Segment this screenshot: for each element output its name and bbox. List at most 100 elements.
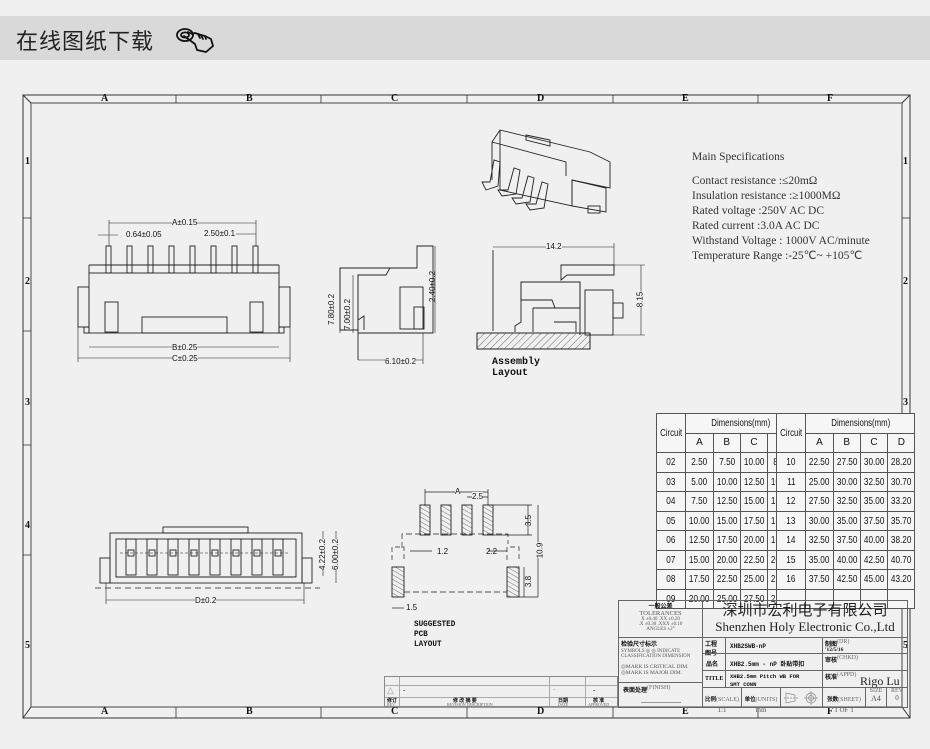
symbols-cell: 检验尺寸标示 SYMBOLS ◎ ◎ INDICATE CLASSIFICATI… bbox=[618, 637, 703, 683]
pcb-layout-drawing bbox=[391, 489, 539, 609]
revision-row-date: - bbox=[553, 685, 556, 693]
rev-cell: REV 0 bbox=[886, 687, 908, 708]
warning-triangle-icon: △ bbox=[387, 685, 394, 695]
revision-row-approved: - bbox=[593, 686, 596, 694]
col-label-top-e: E bbox=[682, 93, 689, 104]
title-line-1: XHB2.5mm Pitch WB FOR bbox=[730, 673, 800, 680]
spec-item: Rated current :3.0A AC DC bbox=[692, 220, 820, 232]
spec-item: Insulation resistance :≥1000MΩ bbox=[692, 190, 841, 202]
col-label-top-f: F bbox=[827, 93, 834, 104]
col-label-bottom-d: D bbox=[537, 706, 545, 717]
header-d: D bbox=[887, 432, 916, 453]
pcb-dim-mount-w: 1.5 bbox=[406, 603, 418, 612]
revision-row-rev: - bbox=[403, 686, 406, 694]
col-label-top-c: C bbox=[391, 93, 399, 104]
page-banner: 在线图纸下载 bbox=[0, 16, 930, 60]
title-cell: XHB2.5mm Pitch WB FOR SMT CONN bbox=[725, 670, 823, 688]
part-name: XHB2.5mm - nP 卧贴带扣 bbox=[730, 661, 805, 668]
scale-value: 1:1 bbox=[717, 706, 727, 714]
units-value: mm bbox=[755, 706, 767, 714]
dim-pitch: 2.50±0.1 bbox=[204, 229, 236, 238]
units-cell: 单位(UNITS) mm bbox=[741, 687, 781, 714]
spec-item: Contact resistance :≤20mΩ bbox=[692, 175, 818, 187]
col-label-top-d: D bbox=[537, 93, 545, 104]
row-label-right-1: 1 bbox=[903, 156, 908, 167]
revision-block: △ - - - 修订 REV 修 改 摘 要 REVISION DESCRIPT… bbox=[384, 676, 618, 707]
dim-8-15: 8.15 bbox=[635, 291, 645, 308]
size-value: A4 bbox=[871, 694, 881, 703]
col-label-top-b: B bbox=[246, 93, 253, 104]
sheet-value: 1 OF 1 bbox=[834, 706, 854, 714]
row-label-left-3: 3 bbox=[25, 397, 30, 408]
row-label-left-5: 5 bbox=[25, 640, 30, 651]
desc-label-cn: 修 改 摘 要 bbox=[453, 699, 477, 704]
dim-2-40: 2.40±0.2 bbox=[428, 270, 438, 303]
row-label-left-4: 4 bbox=[25, 520, 30, 531]
header-circuit: Circuit bbox=[775, 413, 807, 453]
header-a: A bbox=[685, 432, 714, 453]
row-label-right-2: 2 bbox=[903, 276, 908, 287]
size-cell: SIZE A4 bbox=[865, 687, 887, 708]
approved-cell: 核准 (APPD) Rigo Lu bbox=[822, 670, 908, 688]
row-label-left-2: 2 bbox=[25, 276, 30, 287]
col-label-bottom-b: B bbox=[246, 706, 253, 717]
title-label-cell: TITLE bbox=[702, 670, 726, 688]
header-circuit: Circuit bbox=[655, 413, 687, 453]
main-specifications: Main Specifications Contact resistance :… bbox=[692, 150, 870, 264]
header-a: A bbox=[805, 432, 834, 453]
drawing-no-cell: XHB2SWB-nP bbox=[725, 637, 823, 654]
col-label-bottom-f: F bbox=[827, 706, 834, 717]
side-view-drawing bbox=[339, 245, 436, 364]
pcb-dim-pitch: 2.5 bbox=[472, 492, 484, 501]
header-b: B bbox=[712, 432, 741, 453]
pointing-hand-icon[interactable] bbox=[175, 24, 217, 54]
part-name-cell: XHB2.5mm - nP 卧贴带扣 bbox=[725, 653, 823, 671]
specifications-title: Main Specifications bbox=[692, 151, 785, 163]
drawing-frame bbox=[22, 94, 911, 719]
checked-cell: 审核 (CHKD) bbox=[822, 653, 908, 671]
drawn-cell: 制图 (DR) '12/5/16 bbox=[822, 637, 908, 654]
company-name-cn: 深圳市宏利电子有限公司 bbox=[722, 601, 888, 619]
projection-symbol-icon bbox=[784, 691, 818, 705]
dim-14-2: 14.2 bbox=[546, 242, 562, 251]
sheet-cell: 张数(SHEET) 1 OF 1 bbox=[822, 687, 866, 714]
pcb-dim-a: A bbox=[455, 487, 461, 496]
rev-label-cn: 修订 bbox=[387, 699, 398, 704]
banner-title: 在线图纸下载 bbox=[16, 30, 155, 55]
date-label-en: DATE bbox=[558, 702, 569, 707]
col-label-top-a: A bbox=[101, 93, 109, 104]
company-cell: 深圳市宏利电子有限公司 Shenzhen Holy Electronic Co.… bbox=[702, 600, 908, 638]
dim-d: D±0.2 bbox=[195, 596, 217, 605]
approve-label-en: APPROVED bbox=[588, 702, 610, 707]
col-label-bottom-c: C bbox=[391, 706, 399, 717]
spec-item: Temperature Range :-25℃~ +105℃ bbox=[692, 250, 863, 262]
header-c: C bbox=[739, 432, 769, 453]
dim-6-00: 6.00±0.2 bbox=[331, 538, 341, 571]
dim-6-10: 6.10±0.2 bbox=[385, 357, 417, 366]
spec-item: Withstand Voltage : 1000V AC/minute bbox=[692, 235, 870, 247]
title-block: 一般公差 TOLERANCES X ±0.40 .XX ±0.20 .X ±0.… bbox=[618, 600, 908, 714]
rev-value: 0 bbox=[895, 694, 899, 702]
finish-cell: 表面处理 (FINISH) bbox=[618, 682, 703, 708]
approve-label-cn: 核 准 bbox=[593, 699, 605, 704]
pcb-dim-mount-h: 3.8 bbox=[524, 575, 534, 588]
pcb-dim-offset: 2.2 bbox=[486, 547, 498, 556]
row-label-right-5: 5 bbox=[903, 640, 908, 651]
dim-pin-width: 0.64±0.05 bbox=[126, 230, 162, 239]
row-label-left-1: 1 bbox=[25, 156, 30, 167]
col-label-bottom-e: E bbox=[682, 706, 689, 717]
approved-by: Rigo Lu bbox=[860, 674, 900, 688]
header-b: B bbox=[832, 432, 861, 453]
